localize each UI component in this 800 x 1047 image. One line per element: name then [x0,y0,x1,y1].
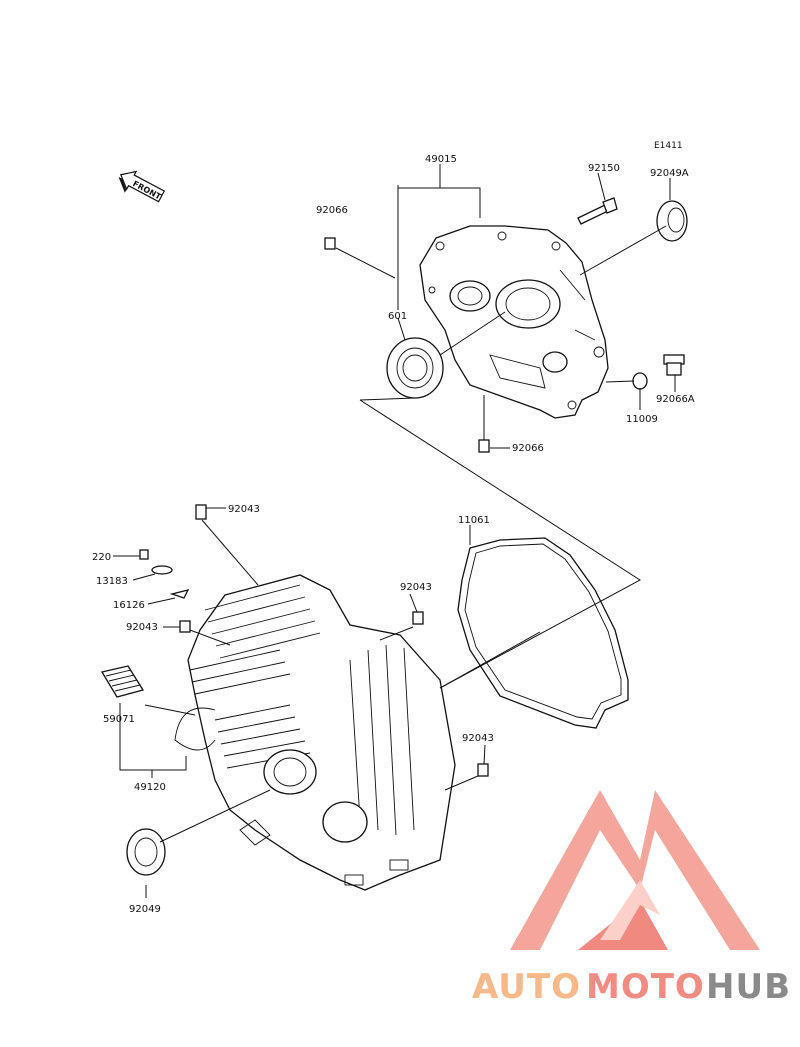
dowel-92043-mid-right [412,611,424,625]
bolt-92150 [577,197,618,225]
label-92049a: 92049A [650,168,689,179]
label-49120: 49120 [134,782,166,793]
label-13183: 13183 [96,576,128,587]
label-220: 220 [92,552,111,563]
pin-16126 [169,589,190,599]
label-92043-left: 92043 [126,622,158,633]
gasket-11061 [457,537,629,729]
label-16126: 16126 [113,600,145,611]
dowel-92066-top [324,237,336,250]
clip-13183 [151,565,173,575]
washer-11009 [632,372,648,390]
dowel-92043-top [195,504,207,520]
logo-text-moto: MOTO [586,967,705,1007]
label-92043-mid-right: 92043 [400,582,432,593]
oil-seal-92049a [656,200,688,242]
label-92049: 92049 [129,904,161,915]
logo-text-hub: HUB [706,967,791,1007]
part-labels: 49015 92150 92049A 92066 601 92066A 1100… [92,154,695,915]
leader-lines [113,164,676,898]
crankcase-cover [419,225,609,419]
label-92043-right: 92043 [462,733,494,744]
label-601: 601 [388,311,407,322]
diagram-code: E1411 [654,141,683,151]
breather-59071 [100,665,145,698]
oil-seal-92049 [126,828,166,876]
label-11009: 11009 [626,414,658,425]
plug-92066a [663,354,685,376]
label-92043-top: 92043 [228,504,260,515]
label-49015: 49015 [425,154,457,165]
crankcase-49120 [174,574,456,891]
bolt-220 [139,549,149,560]
label-92066-bottom: 92066 [512,443,544,454]
brand-logo: AUTO MOTO HUB [472,790,791,1007]
dowel-92043-left [179,620,191,633]
dowel-92043-right [477,763,489,777]
bearing-601 [386,337,444,399]
logo-text-auto: AUTO [472,967,581,1007]
dowel-92066-bottom [478,439,490,453]
label-11061: 11061 [458,515,490,526]
label-59071: 59071 [103,714,135,725]
label-92150: 92150 [588,163,620,174]
logo-mark [510,790,760,950]
label-92066a: 92066A [656,394,695,405]
front-arrow-icon: FRONT [118,170,166,203]
label-92066-top: 92066 [316,205,348,216]
